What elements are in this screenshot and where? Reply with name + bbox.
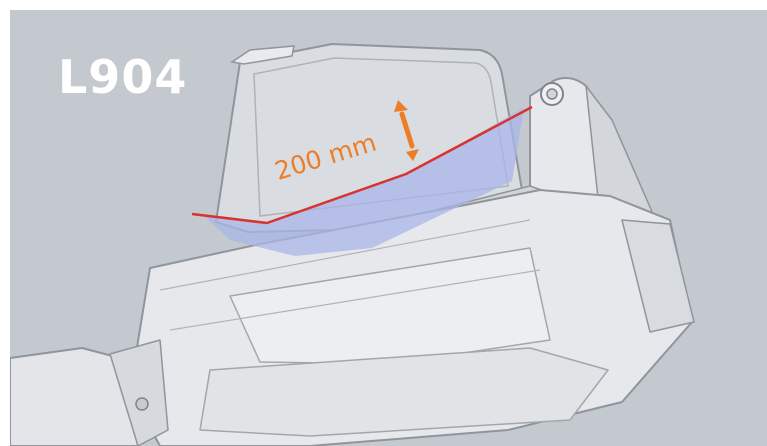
bucket-pin xyxy=(135,397,149,411)
rear-panel xyxy=(621,219,695,333)
bucket-link xyxy=(109,339,169,446)
diagram-frame: L904 200 mm xyxy=(10,10,767,446)
height-increase-band xyxy=(202,108,524,256)
model-label: L904 xyxy=(58,50,188,104)
pivot-bolt-icon xyxy=(540,82,564,106)
double-arrow-icon xyxy=(394,100,419,161)
cabin-roof-vent xyxy=(230,45,295,65)
height-line xyxy=(191,105,533,225)
loader-drawing xyxy=(10,10,767,446)
body-edge-line xyxy=(159,219,541,331)
body-lower-panel xyxy=(199,347,609,437)
